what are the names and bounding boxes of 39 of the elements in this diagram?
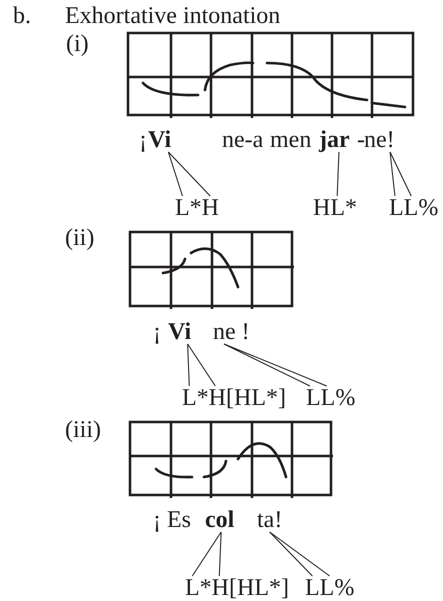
association-line: [224, 344, 310, 386]
tone-label: L*H[HL*]: [185, 576, 289, 600]
example-number: (iii): [65, 418, 101, 442]
example-number: (ii): [65, 226, 94, 250]
tone-label: LL%: [306, 386, 356, 410]
association-line: [168, 152, 211, 196]
association-line: [168, 152, 183, 196]
tone-label: L*H: [175, 196, 219, 220]
tone-label: HL*: [313, 196, 357, 220]
syllable-text: Es: [167, 508, 191, 532]
association-line: [336, 152, 340, 196]
stressed-syllable: Vi: [148, 128, 172, 152]
association-line: [187, 344, 190, 386]
association-line: [218, 532, 222, 576]
association-line: [269, 532, 313, 576]
inverted-exclamation-mark: ¡: [153, 320, 161, 344]
inverted-exclamation-mark: ¡: [153, 508, 161, 532]
hyphen: -: [357, 128, 365, 152]
example-title: Exhortative intonation: [65, 4, 280, 28]
tone-label: LL%: [305, 576, 354, 600]
association-line: [269, 532, 330, 576]
tone-label: L*H[HL*]: [182, 386, 286, 410]
association-line: [187, 344, 216, 386]
tone-label: LL%: [389, 196, 438, 220]
syllable-text: ne-a: [222, 128, 264, 152]
stressed-syllable: col: [205, 508, 234, 532]
syllable-text: ta!: [257, 508, 282, 532]
stressed-syllable: Vi: [168, 320, 192, 344]
stressed-syllable: jar: [319, 128, 350, 152]
example-number: (i): [66, 32, 89, 56]
association-line: [390, 152, 412, 196]
syllable-text: men: [270, 128, 312, 152]
example-letter: b.: [13, 4, 31, 28]
syllable-text: ne!: [364, 128, 395, 152]
inverted-exclamation-mark: ¡: [139, 128, 147, 152]
association-line: [192, 532, 222, 576]
association-line: [224, 344, 328, 386]
association-line: [390, 152, 396, 196]
syllable-text: ne !: [213, 320, 250, 344]
